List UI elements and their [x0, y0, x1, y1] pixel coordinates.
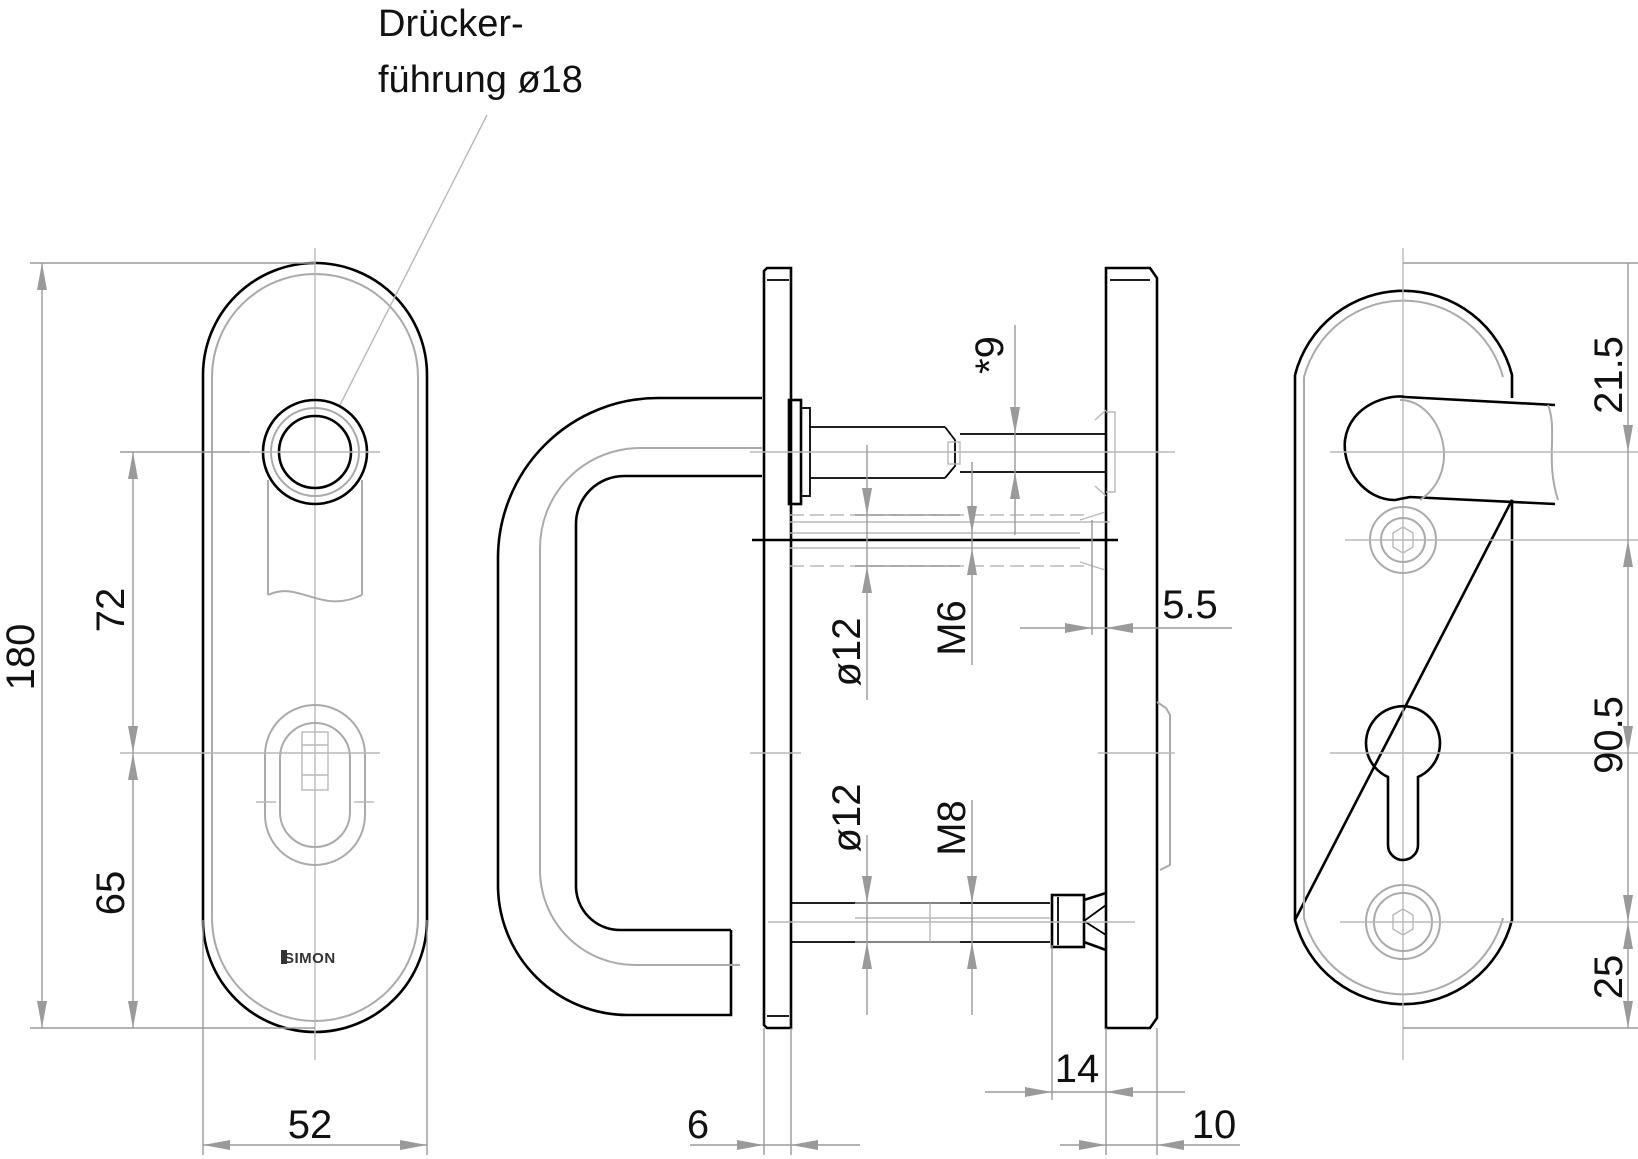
front-plate-inner-outline: [211, 273, 419, 1022]
dim-top-offset: 21.5: [1587, 336, 1631, 414]
brand-logo-mark: [281, 950, 287, 964]
cylinder-cutout: [256, 704, 374, 866]
dim-plate-width: 52: [288, 1103, 333, 1147]
lower-screw: [1340, 884, 1638, 960]
u-handle-outer: [496, 396, 762, 1017]
upper-bolt-hidden: [752, 511, 1118, 571]
brand-logo: SIMON: [284, 950, 336, 967]
dim-upper-distance: 72: [89, 588, 133, 633]
callout-line2: führung ø18: [378, 59, 583, 101]
back-handle: [1343, 395, 1556, 506]
inner-plate: [1104, 266, 1159, 1030]
front-view: SIMON: [120, 248, 429, 1060]
dim-rose-thickness: 6: [687, 1103, 709, 1147]
back-plate-outline: [1293, 289, 1514, 398]
upper-spindle: [750, 398, 1175, 523]
dim-bolt-diameter-top: ø12: [825, 618, 869, 687]
dim-screw-collar: 14: [1055, 1047, 1100, 1091]
u-handle-inner: [574, 474, 762, 932]
cylinder-side-hidden: [1156, 701, 1171, 871]
dim-inner-plate-thickness: 10: [1192, 1103, 1237, 1147]
hidden-handle-shank: [267, 480, 363, 603]
handle-guide-callout: Drücker- führung ø18: [339, 3, 583, 406]
dim-gap: 5.5: [1162, 583, 1218, 627]
dim-total-height: 180: [0, 624, 43, 691]
dim-spindle-offset: *9: [968, 336, 1012, 374]
dim-middle-distance: 90.5: [1587, 696, 1631, 774]
dim-bottom-offset: 25: [1587, 955, 1631, 1000]
dim-bolt-diameter-bottom: ø12: [825, 784, 869, 853]
callout-leader: [339, 114, 488, 406]
dim-thread-top: M6: [930, 600, 974, 656]
keyhole: [1364, 704, 1442, 862]
callout-line1: Drücker-: [378, 3, 524, 45]
dim-lower-distance: 65: [89, 871, 133, 916]
outer-rose-plate: [762, 266, 793, 1030]
u-handle-midline: [539, 447, 762, 966]
dim-thread-bottom: M8: [930, 800, 974, 856]
upper-screw: [1345, 506, 1638, 574]
back-view-dimensions: 21.5 90.5 25: [1403, 262, 1638, 1029]
side-view-dimensions: *9 ø12 M6 5.5 ø12 M8: [687, 325, 1240, 1155]
back-view: [1293, 248, 1638, 1060]
front-view-dimensions: 180 72 65 52: [0, 262, 428, 1155]
